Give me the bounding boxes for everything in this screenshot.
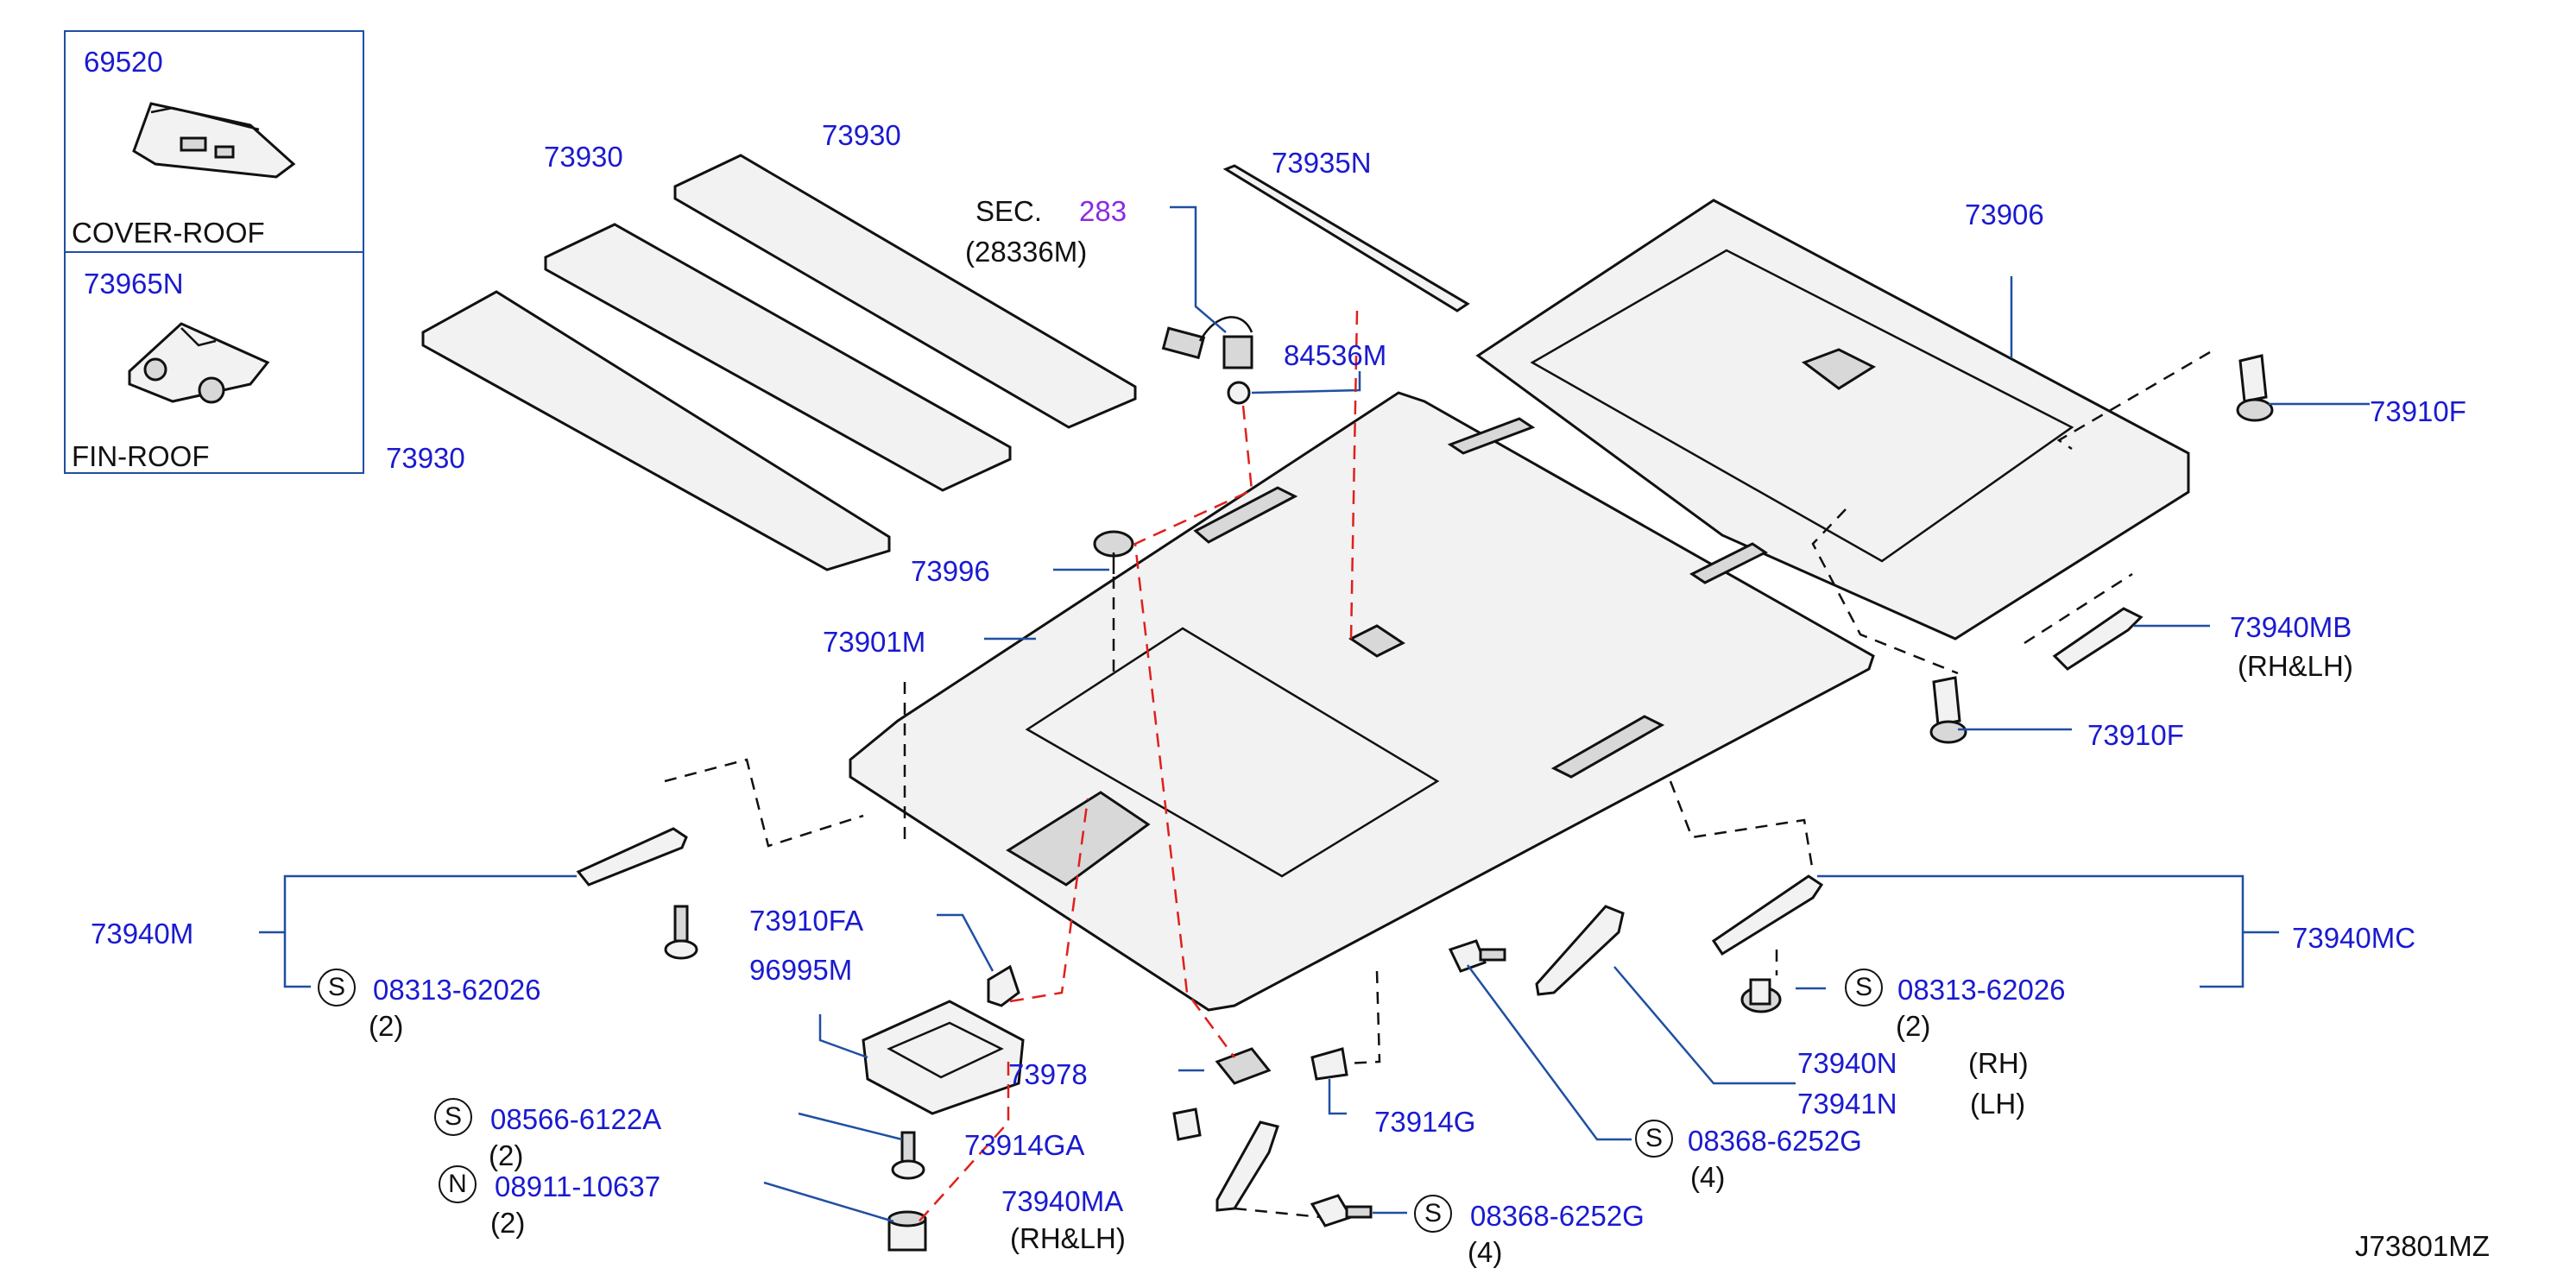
lamp-73978-drawing	[1215, 1047, 1272, 1085]
strip-73935N-drawing	[1222, 164, 1470, 312]
connector-drawing	[1161, 316, 1253, 405]
inset-part-69520: 69520	[84, 46, 163, 78]
screw-right-drawing	[1740, 978, 1782, 1013]
fastener-part-08368-upper: 08368-6252G	[1688, 1125, 1862, 1157]
sec-number: 283	[1079, 195, 1127, 227]
label-96995M: 96995M	[749, 954, 853, 986]
label-73930-mid: 73930	[544, 141, 623, 173]
inset-name-fin-roof: FIN-ROOF	[72, 440, 210, 472]
label-73940N: 73940N	[1797, 1047, 1897, 1079]
label-73930-left: 73930	[386, 442, 465, 474]
handle-73940MB-drawing	[2052, 607, 2144, 671]
label-84536M: 84536M	[1284, 339, 1387, 371]
fastener-qty-08368-upper: (4)	[1690, 1161, 1726, 1193]
label-73996: 73996	[911, 555, 990, 587]
fastener-symbol-08566-s: S	[434, 1098, 472, 1136]
clip-73910FA-drawing	[987, 964, 1020, 1007]
label-73941N: 73941N	[1797, 1088, 1897, 1120]
label-73940MB-side: (RH&LH)	[2238, 650, 2353, 682]
clip-73914GA-drawing	[1172, 1107, 1202, 1141]
handle-73940MA-drawing	[1215, 1120, 1279, 1212]
fastener-part-right: 08313-62026	[1897, 974, 2066, 1006]
label-73930-top: 73930	[822, 119, 901, 151]
label-73940MB: 73940MB	[2230, 611, 2352, 643]
label-73940MA: 73940MA	[1001, 1185, 1124, 1217]
inset-name-cover-roof: COVER-ROOF	[72, 217, 265, 249]
clip-73910F-drawing	[1929, 354, 2274, 744]
fastener-73996-drawing	[1093, 530, 1134, 574]
label-73914G: 73914G	[1374, 1106, 1476, 1138]
fastener-qty-right: (2)	[1896, 1010, 1931, 1042]
cover-roof-drawing	[132, 102, 296, 179]
label-73914GA: 73914GA	[964, 1129, 1085, 1161]
fastener-part-08368-lower: 08368-6252G	[1470, 1200, 1645, 1232]
label-73940MA-side: (RH&LH)	[1010, 1222, 1126, 1254]
label-73910F-top: 73910F	[2370, 395, 2466, 427]
label-73901M: 73901M	[823, 626, 926, 658]
label-73910FA: 73910FA	[749, 905, 864, 937]
fastener-symbol-08911-n: N	[439, 1165, 477, 1203]
label-73940MC: 73940MC	[2292, 922, 2416, 954]
label-73935N: 73935N	[1272, 147, 1372, 179]
handle-73940MC-drawing	[1711, 874, 1824, 956]
fastener-qty-08368-lower: (4)	[1468, 1236, 1503, 1268]
sec-prefix: SEC.	[975, 195, 1043, 227]
label-73906: 73906	[1965, 199, 2044, 230]
fastener-part-08566: 08566-6122A	[490, 1103, 662, 1135]
diagram-code: J73801MZ	[2355, 1230, 2490, 1262]
label-73940M: 73940M	[91, 918, 194, 950]
handle-73940N-drawing	[1535, 905, 1625, 996]
screw-08368-drawing	[1310, 939, 1506, 1227]
screw-left-drawing	[664, 905, 698, 960]
fastener-qty-08566: (2)	[489, 1139, 524, 1171]
sec-sub: (28336M)	[965, 236, 1088, 268]
label-73940N-side: (RH)	[1968, 1047, 2029, 1079]
fastener-symbol-left-s: S	[318, 969, 356, 1006]
roof-73906-drawing	[1475, 199, 2190, 640]
pad-73930-drawing	[421, 154, 1137, 571]
fastener-part-08911: 08911-10637	[495, 1171, 661, 1202]
label-73910F-mid: 73910F	[2087, 719, 2184, 751]
label-73941N-side: (LH)	[1970, 1088, 2026, 1120]
fastener-symbol-08368-upper-s: S	[1635, 1120, 1673, 1158]
fastener-part-left: 08313-62026	[373, 974, 541, 1006]
fastener-symbol-08368-lower-s: S	[1414, 1195, 1452, 1233]
fin-roof-drawing	[128, 322, 270, 404]
inset-part-73965N: 73965N	[84, 268, 184, 300]
fastener-qty-08911: (2)	[490, 1207, 526, 1239]
inset-box-fin-roof	[64, 251, 364, 474]
label-73978: 73978	[1008, 1058, 1088, 1090]
handle-73940M-drawing	[576, 827, 688, 887]
fastener-qty-left: (2)	[369, 1010, 404, 1042]
fastener-symbol-right-s: S	[1845, 969, 1883, 1006]
clip-73914G-drawing	[1310, 1047, 1348, 1081]
bolt-nut-drawing	[887, 1131, 927, 1252]
bracket-96995M-drawing	[862, 1000, 1025, 1115]
